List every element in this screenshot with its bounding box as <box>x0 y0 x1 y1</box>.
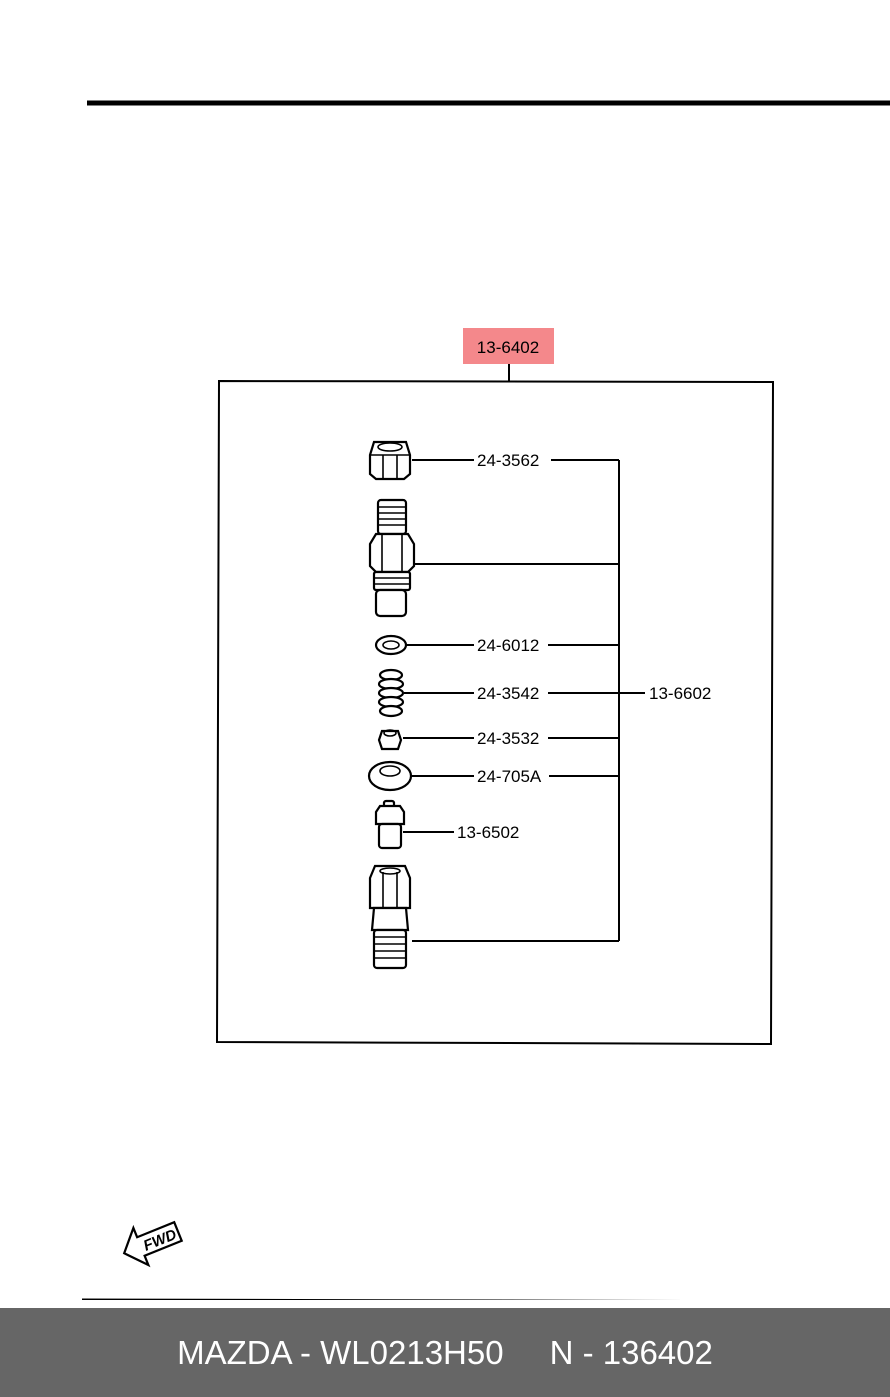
assembly-frame <box>215 379 775 1046</box>
part-retaining-nut[interactable] <box>368 864 412 970</box>
part-spring-24-3542[interactable] <box>377 668 405 718</box>
callout-24-3562: 24-3562 <box>477 451 539 470</box>
callout-24-3542: 24-3542 <box>477 684 539 703</box>
parts-diagram: 13-6402 24-3562 24- <box>82 100 890 1300</box>
fwd-arrow-icon: FWD <box>122 1220 184 1268</box>
part-nut-24-3562[interactable] <box>368 440 412 481</box>
assembly-label-highlight <box>463 328 554 364</box>
part-seat-24-3532[interactable] <box>377 729 403 751</box>
footer-bar: MAZDA - WL0213H50 N - 136402 <box>0 1308 890 1397</box>
callout-13-6602: 13-6602 <box>649 684 711 703</box>
bracket-lines <box>412 460 645 942</box>
part-spacer-24-705A[interactable] <box>367 760 413 792</box>
callout-24-6012: 24-6012 <box>477 636 539 655</box>
callout-24-3532: 24-3532 <box>477 729 539 748</box>
part-washer-24-6012[interactable] <box>374 634 408 656</box>
callout-24-705A: 24-705A <box>477 767 542 786</box>
assembly-label[interactable]: 13-6402 <box>463 328 554 364</box>
callout-13-6502: 13-6502 <box>457 823 519 842</box>
footer-brand-part: MAZDA - WL0213H50 <box>177 1333 504 1371</box>
assembly-label-text: 13-6402 <box>477 338 539 357</box>
part-nozzle-13-6502[interactable] <box>374 799 406 850</box>
part-nozzle-holder[interactable] <box>368 498 416 618</box>
footer-ref-number: N - 136402 <box>549 1333 713 1371</box>
